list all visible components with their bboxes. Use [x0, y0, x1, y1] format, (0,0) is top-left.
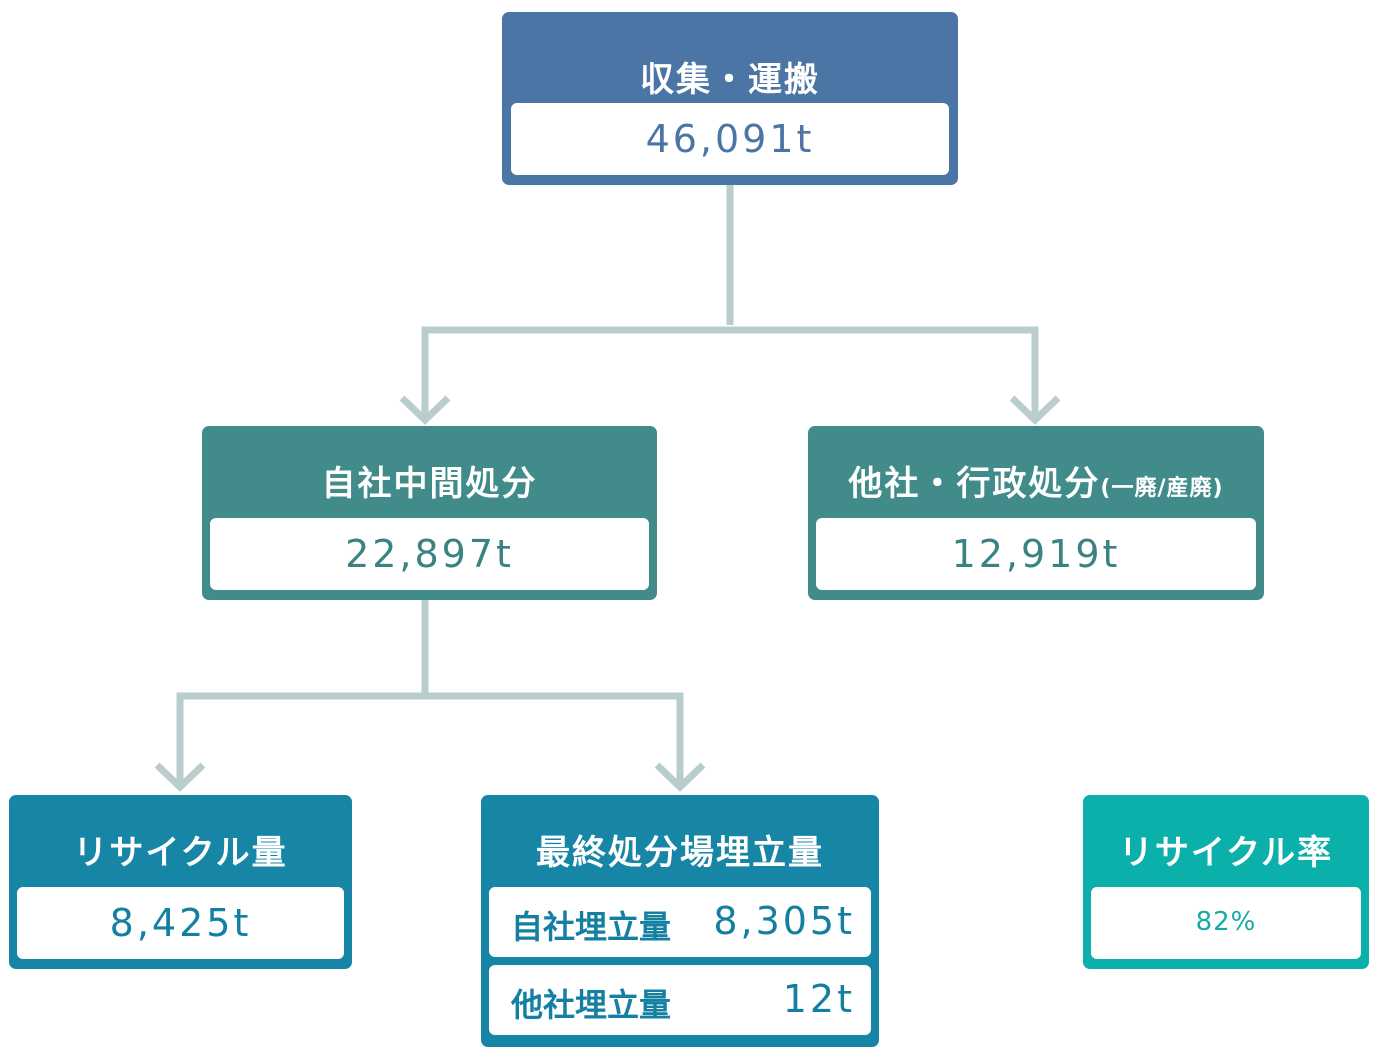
connector-processing-branch	[176, 692, 684, 785]
landfill-own-value: 8,305t	[713, 899, 855, 943]
own-processing-value: 22,897t	[345, 532, 514, 576]
collection-value: 46,091t	[645, 117, 815, 161]
recycling-amount-value: 8,425t	[109, 901, 252, 945]
arrowhead-recycling	[154, 762, 206, 792]
arrowhead-landfill	[654, 762, 706, 792]
recycling-amount-value-panel: 8,425t	[17, 887, 344, 959]
landfill-other-row: 他社埋立量 12t	[489, 965, 871, 1035]
landfill-own-label: 自社埋立量	[511, 908, 672, 946]
recycling-amount-box: リサイクル量 8,425t	[9, 795, 352, 969]
other-processing-title: 他社・行政処分(一廃/産廃)	[808, 456, 1264, 505]
other-processing-box: 他社・行政処分(一廃/産廃) 12,919t	[808, 426, 1264, 600]
arrowhead-other-processing	[1009, 395, 1061, 425]
recycling-rate-title: リサイクル率	[1118, 833, 1334, 873]
collection-box: 収集・運搬 46,091t	[502, 12, 958, 185]
collection-title: 収集・運搬	[640, 60, 820, 100]
recycling-amount-title: リサイクル量	[73, 833, 288, 873]
recycling-rate-value: 82%	[1195, 907, 1257, 937]
landfill-other-value: 12t	[782, 977, 855, 1021]
landfill-title: 最終処分場埋立量	[536, 833, 824, 873]
recycling-rate-value-panel: 82%	[1091, 887, 1361, 959]
other-processing-value: 12,919t	[951, 532, 1121, 576]
other-processing-title-note: (一廃/産廃)	[1100, 476, 1224, 501]
own-processing-title: 自社中間処分	[321, 464, 538, 504]
recycling-rate-box: リサイクル率 82%	[1083, 795, 1369, 969]
other-processing-value-panel: 12,919t	[816, 518, 1256, 590]
own-processing-box: 自社中間処分 22,897t	[202, 426, 657, 600]
other-processing-title-main: 他社・行政処分	[848, 464, 1101, 504]
own-processing-value-panel: 22,897t	[210, 518, 649, 590]
landfill-other-label: 他社埋立量	[511, 986, 672, 1024]
landfill-own-row: 自社埋立量 8,305t	[489, 887, 871, 957]
collection-value-panel: 46,091t	[511, 103, 949, 175]
connector-collection-branch	[421, 326, 1039, 418]
arrowhead-own-processing	[399, 395, 451, 425]
landfill-box: 最終処分場埋立量 自社埋立量 8,305t 他社埋立量 12t	[481, 795, 879, 1047]
